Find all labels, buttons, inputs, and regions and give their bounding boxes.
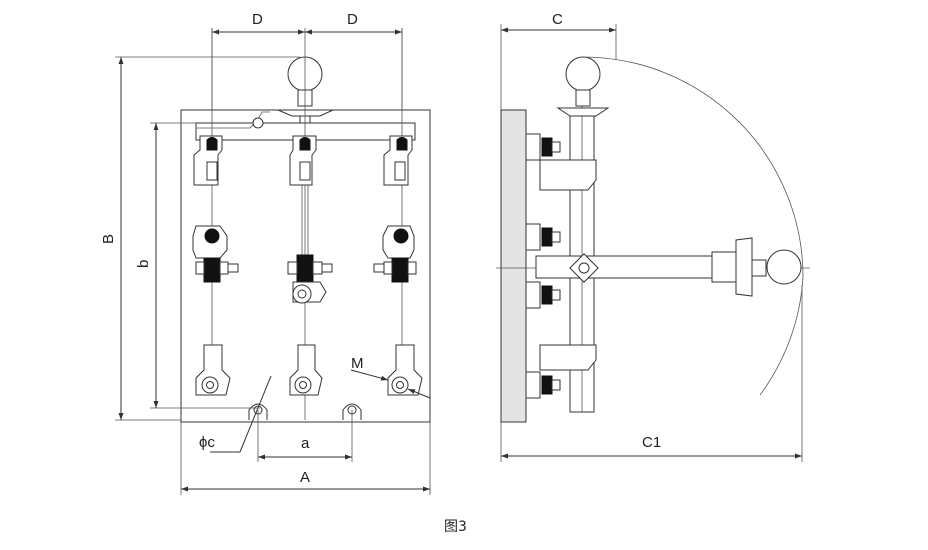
side-base-plate [500,109,527,423]
callout-label-M: M [351,355,364,372]
pole-right [373,28,423,396]
dim-label-b: b [135,260,152,268]
side-view: C C1 [496,11,810,462]
dim-label-A: A [300,469,310,486]
figure-caption: 图3 [444,519,467,535]
dim-label-phi-c: ϕc [199,434,215,451]
dim-label-B: B [100,234,117,244]
side-handle-knob-right [766,249,802,285]
dim-label-C: C [552,11,563,28]
pole-center [287,28,333,420]
dim-label-D-right: D [347,11,358,28]
handle-swing-arc [582,56,804,278]
side-bolts [525,133,561,399]
side-handle-knob-top [565,56,601,92]
dim-label-C1: C1 [642,434,661,451]
front-view: D D B b ϕc a A M [100,11,431,495]
dim-label-D-left: D [252,11,263,28]
dim-label-a: a [301,435,310,452]
pole-left [192,28,239,396]
